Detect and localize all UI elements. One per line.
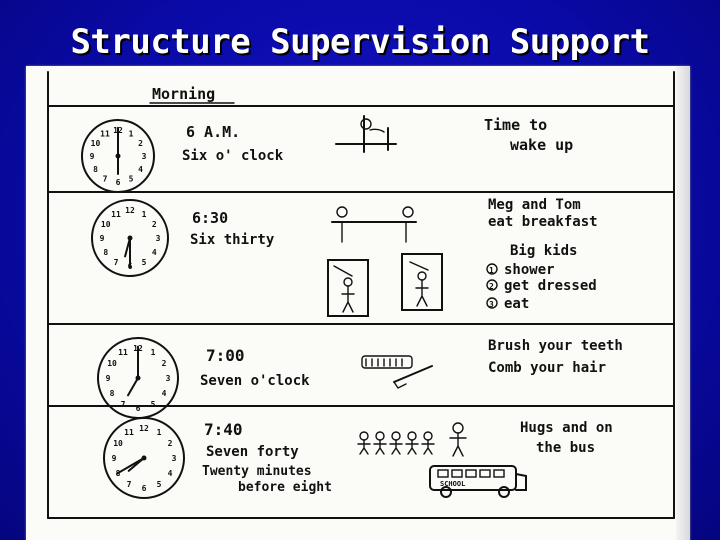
clock-numeral: 1 (151, 348, 156, 357)
clock-numeral: 4 (162, 389, 167, 398)
svg-text:get dressed: get dressed (504, 278, 597, 294)
svg-text:2: 2 (489, 282, 494, 291)
row-time-words: Twenty minutes (202, 464, 312, 479)
clock-hour-hand (127, 377, 139, 397)
clock-numeral: 7 (127, 480, 132, 489)
clock-numeral: 4 (168, 469, 173, 478)
clock-numeral: 7 (114, 258, 119, 267)
toothbrush-icon (361, 355, 413, 369)
clock-numeral: 5 (129, 175, 134, 184)
family-hug-icon (357, 422, 467, 457)
bus-label: SCHOOL (440, 480, 465, 488)
clock-numeral: 3 (172, 454, 177, 463)
clock-numeral: 1 (157, 428, 162, 437)
shower-icon (327, 253, 443, 317)
clock-numeral: 1 (129, 129, 134, 138)
clock-numeral: 12 (125, 206, 135, 215)
clock-numeral: 9 (106, 374, 111, 383)
clock-numeral: 8 (93, 165, 98, 174)
row-time-words: Six thirty (190, 232, 275, 248)
school-bus-icon: SCHOOL (429, 465, 527, 498)
clock-numeral: 4 (152, 248, 157, 257)
clock-numeral: 11 (124, 428, 134, 437)
svg-text:shower: shower (504, 262, 555, 278)
row-time-words: before eight (238, 480, 332, 495)
row-time: 7:00 (206, 346, 245, 365)
clock-numeral: 3 (142, 152, 147, 161)
clock-numeral: 10 (107, 359, 117, 368)
clock-numeral: 2 (168, 439, 173, 448)
clock-numeral: 5 (142, 258, 147, 267)
clock-numeral: 11 (100, 129, 110, 138)
clock-numeral: 10 (101, 220, 111, 229)
row-time-words: Seven o'clock (200, 373, 310, 389)
clock-numeral: 7 (103, 175, 108, 184)
clock-numeral: 2 (162, 359, 167, 368)
row-time-words: Six o' clock (182, 148, 284, 164)
clock-numeral: 12 (139, 424, 149, 433)
clock-numeral: 6 (116, 178, 121, 187)
clock-numeral: 9 (112, 454, 117, 463)
row-activity: Hugs and on (520, 420, 613, 436)
row-activity: Brush your teeth (488, 338, 623, 354)
clock-numeral: 7 (121, 400, 126, 409)
clock-hour-hand (124, 237, 131, 258)
clock-numeral: 9 (90, 152, 95, 161)
row-time-words: Seven forty (206, 444, 299, 460)
clock-numeral: 8 (103, 248, 108, 257)
svg-text:1: 1 (489, 266, 494, 275)
svg-text:eat: eat (504, 296, 529, 312)
clock-numeral: 2 (152, 220, 157, 229)
clock-numeral: 4 (138, 165, 143, 174)
sublist-item: 2 get dressed (486, 278, 597, 294)
clock-numeral: 10 (91, 139, 101, 148)
clock-numeral: 9 (100, 234, 105, 243)
clock-numeral: 1 (142, 210, 147, 219)
sublist-item: 3 eat (486, 296, 529, 312)
clock-numeral: 11 (111, 210, 121, 219)
schedule-header: Morning (152, 85, 215, 103)
row-time: 6 A.M. (186, 123, 240, 141)
breakfast-table-icon (331, 206, 417, 243)
clock-numeral: 11 (118, 348, 128, 357)
clock-numeral: 10 (113, 439, 123, 448)
clock-numeral: 5 (151, 400, 156, 409)
paper-edge (676, 66, 690, 540)
row-activity: Time to (484, 116, 547, 134)
row-activity: Meg and Tom (488, 197, 581, 213)
clock-numeral: 6 (136, 404, 141, 413)
sublist-title: Big kids (510, 243, 577, 259)
row-time: 6:30 (192, 209, 228, 227)
clock-numeral: 6 (142, 484, 147, 493)
svg-text:3: 3 (489, 300, 494, 309)
comb-icon (393, 365, 433, 389)
row-activity: Comb your hair (488, 360, 606, 376)
clock-hour-hand (127, 457, 145, 472)
slide-title: Structure Supervision Support (70, 22, 650, 62)
clock-numeral: 2 (138, 139, 143, 148)
clock-numeral: 8 (110, 389, 115, 398)
row-activity: the bus (536, 440, 595, 456)
clock-numeral: 3 (156, 234, 161, 243)
row-time: 7:40 (204, 420, 243, 439)
schedule-grid (47, 71, 675, 519)
sublist-item: 1 shower (486, 262, 555, 278)
row-activity: eat breakfast (488, 214, 598, 230)
bed-icon (335, 115, 397, 153)
row-activity: wake up (510, 136, 573, 154)
clock-numeral: 3 (166, 374, 171, 383)
clock-numeral: 5 (157, 480, 162, 489)
